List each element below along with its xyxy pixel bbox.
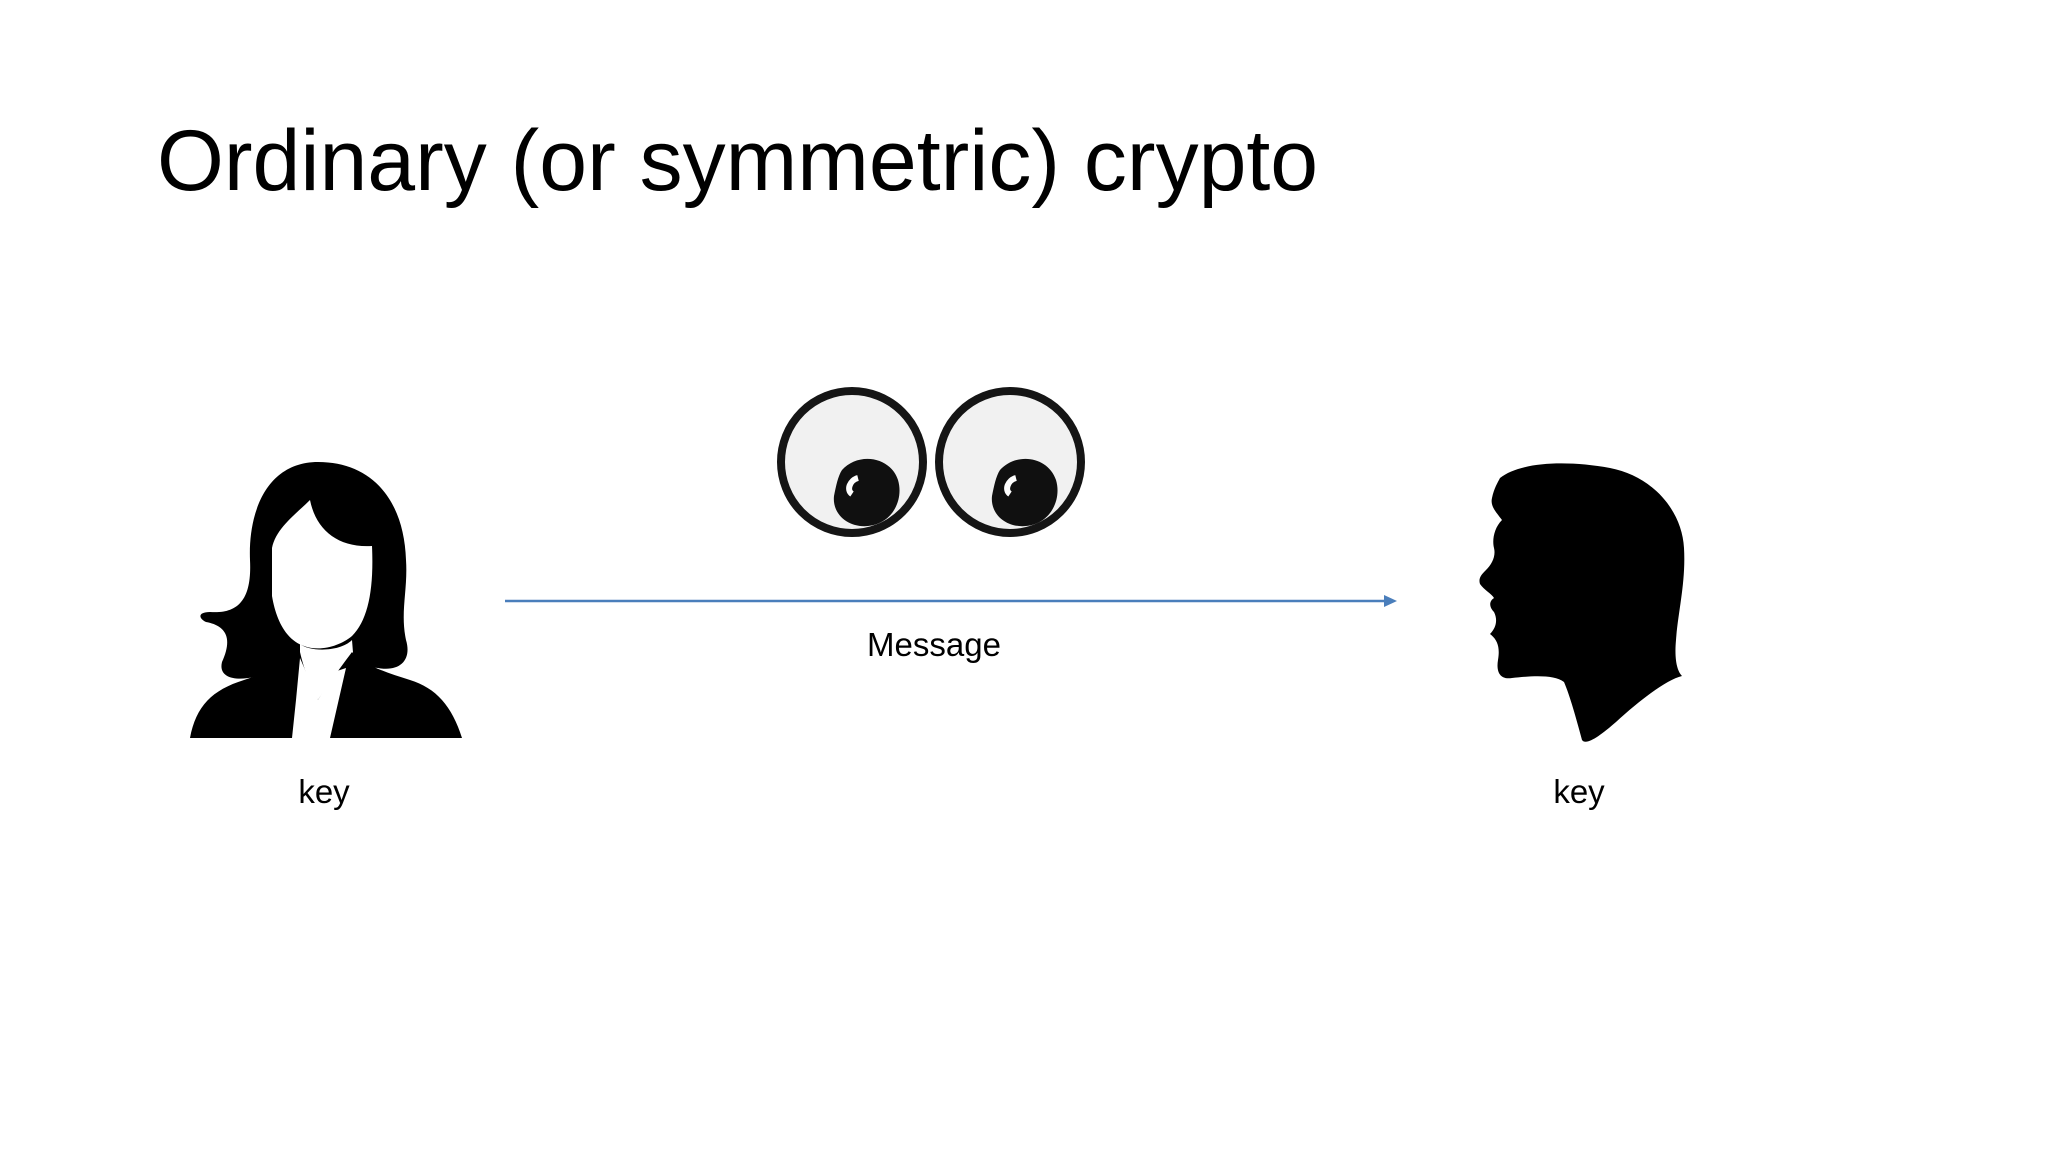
receiver-key-label: key (1553, 773, 1605, 810)
message-label: Message (867, 626, 1001, 663)
slide-title: Ordinary (or symmetric) crypto (157, 113, 1319, 209)
googly-eyes-icon (777, 387, 1085, 537)
sender-key-label: key (298, 773, 350, 810)
man-profile-silhouette-icon (1479, 463, 1685, 742)
message-arrow (505, 595, 1397, 607)
woman-silhouette-icon (190, 462, 462, 738)
